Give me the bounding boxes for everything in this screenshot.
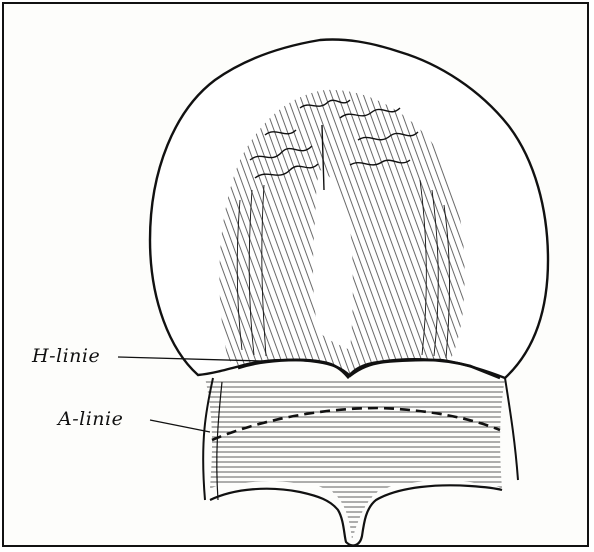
throat-right-contour (505, 378, 518, 480)
a-line-leader (150, 420, 210, 432)
h-line-label: H-linie (32, 345, 100, 367)
pharynx-hatching (205, 378, 505, 540)
a-line-label: A-linie (58, 408, 123, 430)
